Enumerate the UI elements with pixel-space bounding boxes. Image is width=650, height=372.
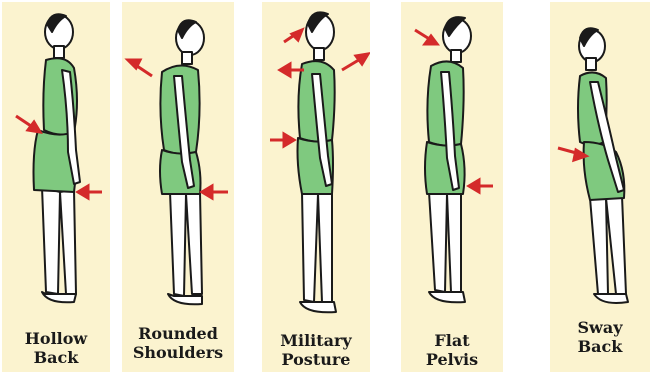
red-arrow-icon	[550, 2, 650, 372]
panel-rounded-shoulders: Rounded Shoulders	[122, 2, 234, 372]
label-hollow-back: Hollow Back	[2, 329, 110, 367]
panel-sway-back: Sway Back	[550, 2, 650, 372]
red-arrow-icon	[122, 2, 234, 372]
label-rounded-shoulders: Rounded Shoulders	[122, 324, 234, 362]
label-military-posture: Military Posture	[262, 331, 370, 369]
panel-flat-pelvis: Flat Pelvis	[401, 2, 503, 372]
label-sway-back: Sway Back	[550, 318, 650, 356]
red-arrow-icon	[2, 2, 110, 372]
red-arrow-icon	[262, 2, 370, 372]
red-arrow-icon	[401, 2, 503, 372]
panel-hollow-back: Hollow Back	[2, 2, 110, 372]
panel-military-posture: Military Posture	[262, 2, 370, 372]
label-flat-pelvis: Flat Pelvis	[401, 331, 503, 369]
